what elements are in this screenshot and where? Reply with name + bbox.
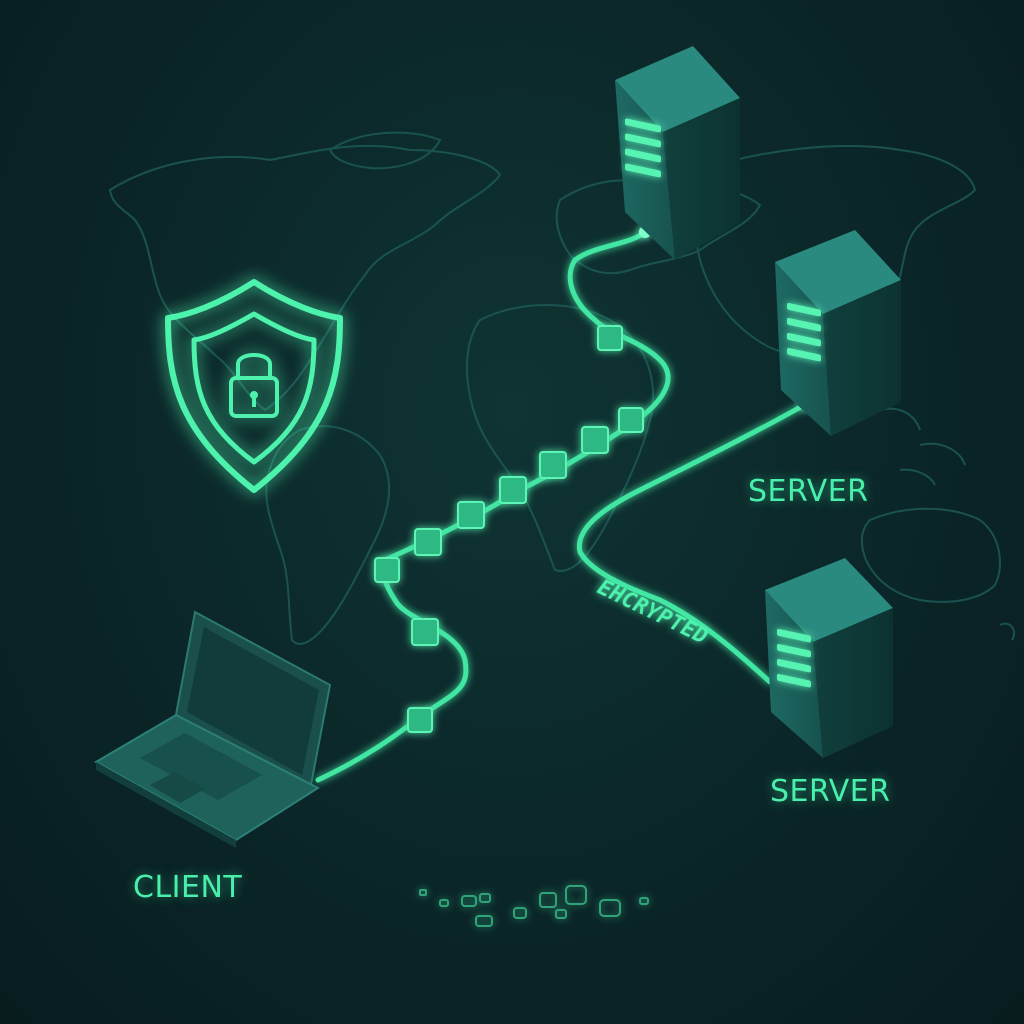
server-label: SERVER xyxy=(770,774,891,809)
server-tower-icon xyxy=(765,558,893,758)
laptop-icon xyxy=(93,610,332,848)
connections xyxy=(315,229,809,783)
cube-icon xyxy=(414,528,442,556)
client-label: CLIENT xyxy=(133,870,243,905)
server-vents xyxy=(625,118,661,178)
map-greenland xyxy=(328,131,442,170)
cube-icon xyxy=(407,707,433,733)
shield-lock-icon xyxy=(165,279,343,493)
cube-icon xyxy=(411,618,439,646)
server-vents xyxy=(777,628,811,688)
map-africa xyxy=(466,304,654,572)
cube-icon xyxy=(499,476,527,504)
encrypted-label: EHCRYPTED xyxy=(593,575,711,650)
cube-icon xyxy=(618,407,644,433)
shield-inner xyxy=(191,311,317,465)
map-south-america xyxy=(265,425,391,645)
laptop-screen xyxy=(187,627,319,775)
cube-icon xyxy=(581,426,609,454)
server-tower-icon xyxy=(615,46,740,260)
server-label: SERVER xyxy=(748,474,869,509)
server-tower-icon xyxy=(775,230,901,436)
cube-icon xyxy=(597,325,623,351)
map-australia xyxy=(860,507,1001,603)
cube-icon xyxy=(457,501,485,529)
laptop-trackpad xyxy=(150,772,205,803)
cube-icon xyxy=(539,451,567,479)
floor-particles xyxy=(419,885,649,927)
laptop-base-edge xyxy=(96,762,236,848)
laptop-keyboard xyxy=(140,733,262,800)
server-vents xyxy=(787,302,821,362)
data-packets xyxy=(374,325,644,733)
cable-to-middle-server xyxy=(576,401,809,685)
cube-icon xyxy=(374,557,400,583)
map-islands xyxy=(879,407,966,486)
map-north-america xyxy=(108,144,502,412)
padlock xyxy=(229,353,279,418)
map-nz xyxy=(999,622,1016,641)
shield-outer xyxy=(165,279,343,493)
